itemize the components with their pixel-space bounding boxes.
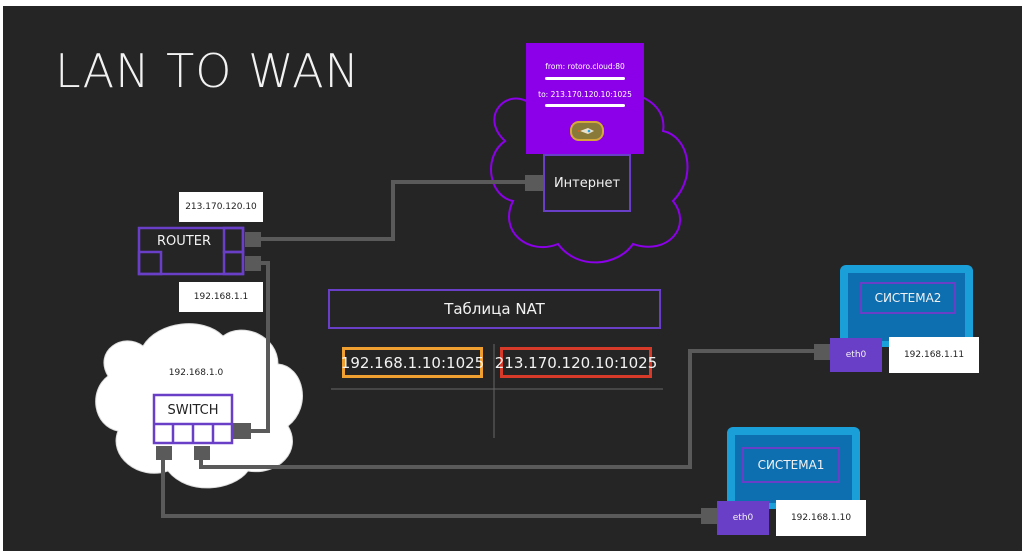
system2-iface: eth0 bbox=[830, 338, 882, 372]
system2-port bbox=[814, 344, 830, 360]
router-label: ROUTER bbox=[157, 233, 211, 249]
nat-table-title: Таблица NAT bbox=[328, 289, 661, 329]
internet-node: Интернет bbox=[543, 154, 631, 212]
switch-label: SWITCH bbox=[167, 402, 219, 418]
cable-router-internet bbox=[256, 180, 528, 241]
internet-port bbox=[525, 175, 543, 191]
router-lan-port bbox=[245, 256, 261, 271]
nat-global-address: 213.170.120.10:1025 bbox=[495, 347, 657, 378]
system1-iface: eth0 bbox=[717, 501, 769, 535]
lan-network-address: 192.168.1.0 bbox=[168, 368, 224, 378]
router-wan-ip: 213.170.120.10 bbox=[179, 192, 263, 222]
popup-line-1 bbox=[545, 77, 625, 80]
cable-switch-system1 bbox=[161, 456, 703, 518]
popup-from: from: rotoro.cloud:80 bbox=[545, 62, 625, 71]
system2-name: СИСТЕМА2 bbox=[860, 282, 956, 314]
switch-port-2 bbox=[194, 446, 210, 460]
page-title: LAN TO WAN bbox=[55, 44, 360, 98]
popup-to: to: 213.170.120.10:1025 bbox=[538, 90, 632, 99]
switch-uplink-port bbox=[233, 423, 251, 439]
rocket-icon bbox=[570, 121, 604, 141]
router-lan-ip: 192.168.1.1 bbox=[179, 282, 263, 312]
popup-line-2 bbox=[545, 104, 625, 107]
system1-port bbox=[701, 508, 717, 524]
router-wan-port bbox=[245, 232, 261, 247]
cable-switch-system2 bbox=[199, 349, 818, 469]
nat-packet-popup: from: rotoro.cloud:80 to: 213.170.120.10… bbox=[526, 43, 644, 154]
system1-name: СИСТЕМА1 bbox=[742, 447, 840, 483]
switch-port-1 bbox=[156, 446, 172, 460]
slide: LAN TO WAN 213.170.120.10 ROUTER 192.168… bbox=[3, 6, 1022, 551]
cable-router-switch bbox=[250, 261, 270, 433]
system1-ip: 192.168.1.10 bbox=[776, 500, 866, 536]
system2-ip: 192.168.1.11 bbox=[889, 337, 979, 373]
nat-local-address: 192.168.1.10:1025 bbox=[341, 347, 484, 378]
